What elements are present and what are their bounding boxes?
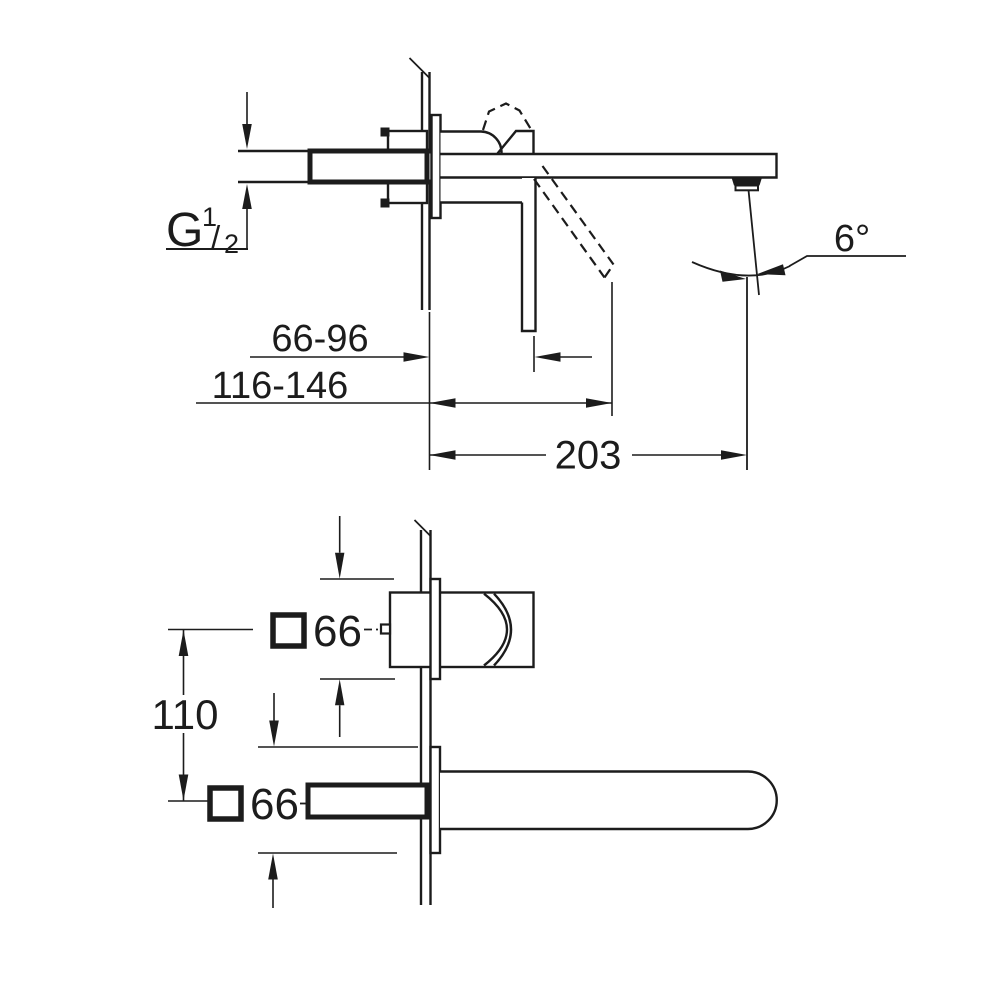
handle-lever-rotated: [533, 165, 615, 279]
fixing-screw-top: [380, 127, 390, 137]
lower-escutcheon-dimension: [258, 693, 418, 908]
dimension-wall-to-open-handle: 116-146: [196, 282, 613, 416]
angle-leader-line: [789, 255, 906, 267]
spout-side: [440, 152, 778, 192]
thread-size-letter: G: [166, 204, 203, 257]
front-view: 66 110: [152, 516, 778, 908]
dimension-wall-to-handle: 66-96: [250, 318, 592, 372]
upper-square-size-callout: 66: [270, 607, 362, 656]
aerator-lip: [734, 184, 759, 192]
stream-line-tilted: [747, 189, 760, 296]
lower-square-size-callout: 66: [207, 780, 299, 829]
square-symbol-lower: [207, 785, 244, 822]
upper-square-size-label: 66: [313, 607, 362, 656]
wall-section-lower: [395, 519, 432, 905]
square-symbol-upper: [270, 612, 307, 649]
spout-front-outline: [440, 770, 778, 831]
thread-size-slash: /: [211, 219, 221, 256]
dimension-spout-reach: 203: [428, 312, 747, 478]
angle-arrow-right: [757, 264, 786, 276]
knob-arc-outer: [483, 592, 509, 667]
escutcheon-side-profile: [430, 113, 442, 220]
mixer-body-unit: [364, 577, 535, 681]
wall-hatch-lower: [395, 519, 432, 905]
mixer-body: [388, 591, 535, 669]
lower-square-size-label: 66: [250, 780, 299, 829]
spout-mounting-sleeve: [305, 782, 430, 820]
upper-escutcheon-dimension: [320, 516, 395, 737]
handle-cap-rotated: [481, 102, 532, 131]
dim-spout-reach-label: 203: [555, 434, 622, 478]
mounting-sleeve: [307, 148, 430, 185]
center-distance-label: 110: [152, 691, 219, 738]
spout-angle-detail: 6°: [691, 189, 906, 470]
spout-unit: [300, 745, 778, 855]
spout-angle-label: 6°: [834, 218, 870, 260]
aerator: [731, 177, 762, 186]
supply-pipe: [238, 148, 432, 185]
arrow-down-to-pipe: [242, 124, 252, 149]
upper-escutcheon: [429, 577, 442, 681]
angle-arrow-left: [720, 270, 746, 282]
supply-nub: [379, 623, 392, 635]
lower-escutcheon: [429, 745, 442, 855]
wall-hatch: [394, 57, 431, 309]
handle-end-cap: [496, 129, 535, 155]
dim-wall-to-handle-label: 66-96: [271, 318, 368, 360]
side-view: 6° G 1 / 2 66-96 1: [166, 57, 906, 478]
handle-open-dashed: [481, 102, 615, 279]
thread-size-denominator: 2: [224, 229, 239, 259]
dimension-center-distance: 110: [152, 628, 253, 802]
thread-size-numerator: 1: [202, 202, 217, 232]
arrow-up-to-pipe: [242, 184, 252, 209]
dim-wall-to-open-handle-label: 116-146: [212, 365, 349, 407]
knob-arc-inner: [493, 592, 513, 667]
handle-closed: [520, 177, 537, 333]
fixing-screw-bottom: [380, 198, 390, 208]
thread-size-callout: G 1 / 2: [166, 92, 252, 259]
